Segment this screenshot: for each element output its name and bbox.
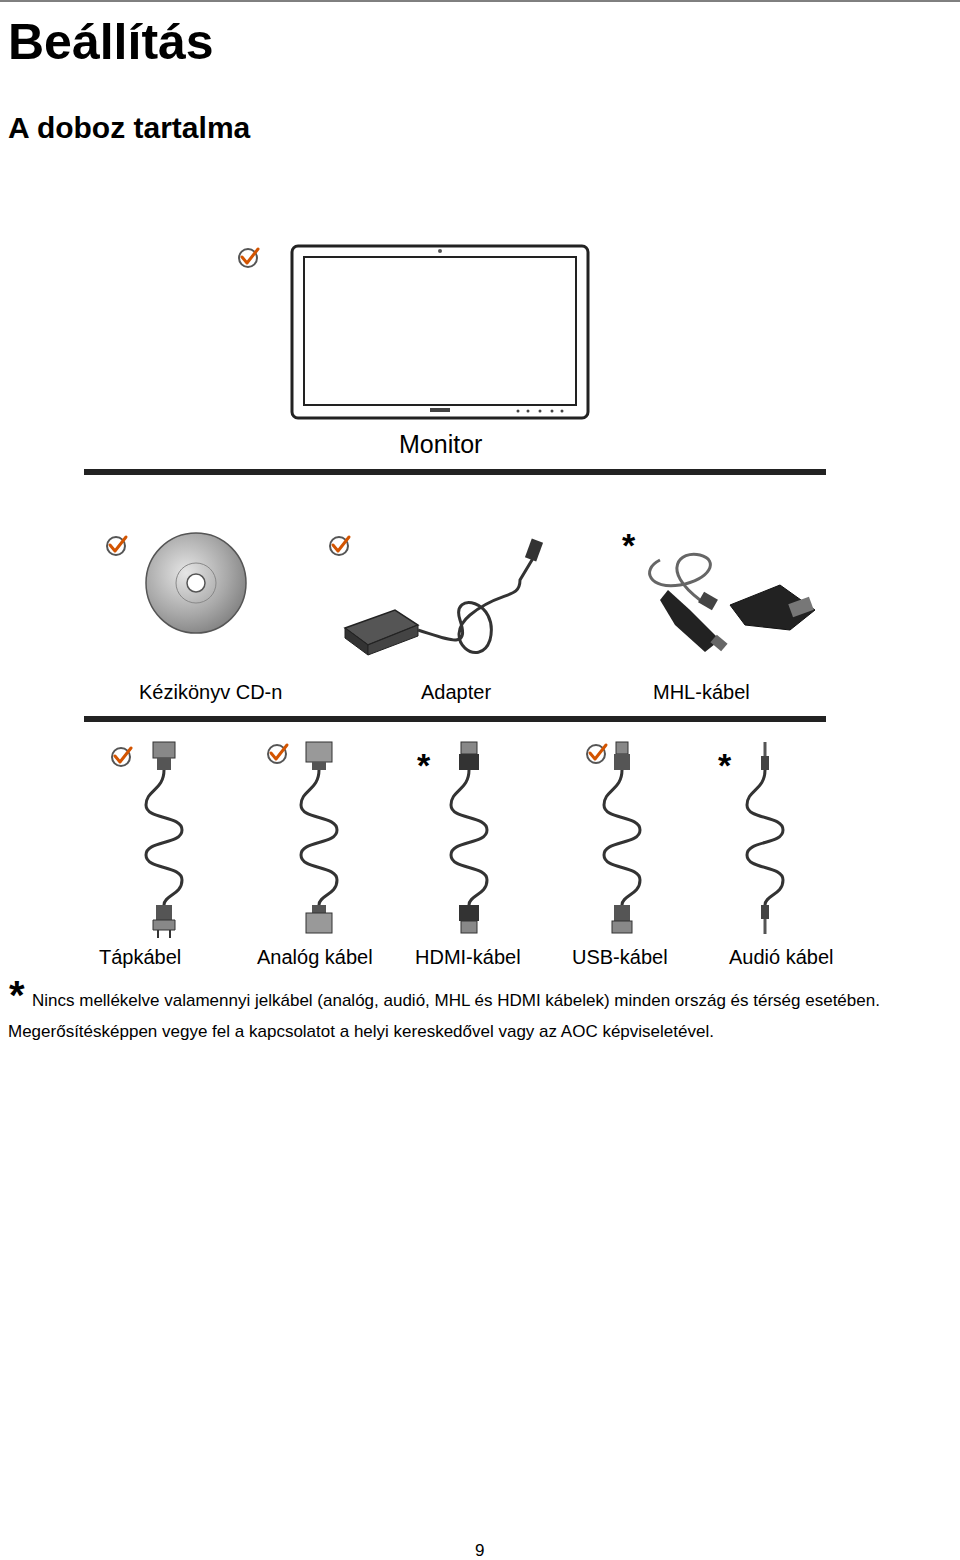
item-label: MHL-kábel [653, 680, 750, 704]
item-label: Kézikönyv CD-n [139, 680, 282, 704]
asterisk-mark: * [622, 528, 635, 562]
item-label: HDMI-kábel [415, 945, 521, 969]
asterisk-mark: * [9, 975, 25, 1015]
item-label: USB-kábel [572, 945, 668, 969]
item-label: Adapter [421, 680, 491, 704]
footnote: Nincs mellékelve valamennyi jelkábel (an… [8, 985, 958, 1048]
page-number: 9 [475, 1541, 484, 1560]
section-heading: A doboz tartalma [8, 110, 250, 146]
item-label: Audió kábel [729, 945, 834, 969]
asterisk-mark: * [718, 748, 731, 782]
page-title: Beállítás [8, 12, 214, 72]
item-label: Analóg kábel [257, 945, 373, 969]
asterisk-mark: * [417, 748, 430, 782]
item-label: Monitor [399, 429, 482, 459]
item-label: Tápkábel [99, 945, 181, 969]
